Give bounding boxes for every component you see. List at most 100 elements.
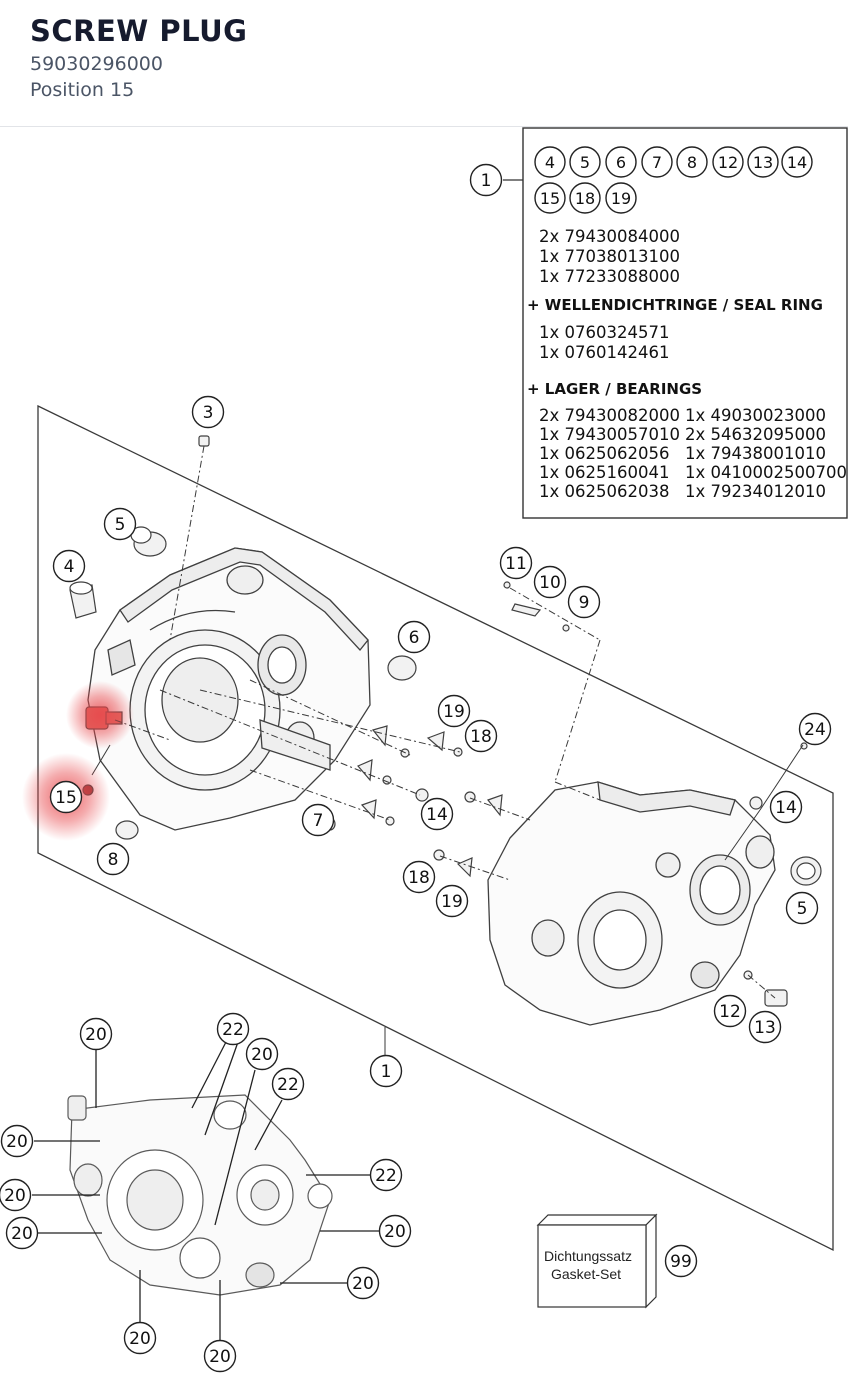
callout-c19a[interactable]: 19 [437,694,471,728]
seal-ring-heading: + WELLENDICHTRINGE / SEAL RING [527,296,823,314]
left-crankcase-half[interactable] [87,547,371,831]
callout-c13-text: 13 [754,1018,776,1038]
callout-g22b[interactable]: 22 [271,1067,305,1101]
position-label: Position 15 [30,79,135,101]
callout-c5b-text: 5 [797,899,808,919]
callout-c24[interactable]: 24 [798,712,832,746]
callout-c14b-text: 14 [775,798,797,818]
gasket-set-drawing [67,1094,333,1296]
bearing-line-left: 2x 79430082000 [539,406,680,425]
seal-part-line: 1x 0760142461 [539,343,670,362]
callout-c19a-text: 19 [443,702,465,722]
callout-c4[interactable]: 4 [52,549,86,583]
callout-gasket-ref[interactable]: 99 [664,1244,698,1278]
callout-c11[interactable]: 11 [499,546,533,580]
included-item-4-text: 4 [545,153,555,172]
included-item-14[interactable]: 14 [781,146,813,178]
callout-g20f[interactable]: 20 [378,1214,412,1248]
callout-c7[interactable]: 7 [301,803,335,837]
callout-g20f-text: 20 [384,1222,406,1242]
included-item-19[interactable]: 19 [605,182,637,214]
included-item-7-text: 7 [652,153,662,172]
bearing-line-right: 1x 79234012010 [685,482,826,501]
callout-c1-text: 1 [381,1062,392,1082]
callout-c1[interactable]: 1 [369,1054,403,1088]
callout-g20i-text: 20 [209,1347,231,1367]
part-line: 2x 79430084000 [539,227,680,246]
callout-info-ref[interactable]: 1 [469,163,503,197]
callout-c14a[interactable]: 14 [420,797,454,831]
callout-c13[interactable]: 13 [748,1010,782,1044]
included-item-6-text: 6 [616,153,626,172]
included-item-6[interactable]: 6 [605,146,637,178]
callout-c10-text: 10 [539,573,561,593]
callout-g20h[interactable]: 20 [123,1321,157,1355]
callout-c11-text: 11 [505,554,527,574]
included-item-15-text: 15 [540,189,560,208]
included-item-5[interactable]: 5 [569,146,601,178]
callout-g20i[interactable]: 20 [203,1339,237,1373]
bearing-line-right: 2x 54632095000 [685,425,826,444]
callout-g20a[interactable]: 20 [79,1017,113,1051]
page-title: SCREW PLUG [30,14,248,48]
callout-c5b[interactable]: 5 [785,891,819,925]
callout-c14b[interactable]: 14 [769,790,803,824]
included-item-15[interactable]: 15 [534,182,566,214]
bearing-line-right: 1x 49030023000 [685,406,826,425]
callout-g20b-text: 20 [251,1045,273,1065]
callout-g20b[interactable]: 20 [245,1037,279,1071]
right-crankcase-half[interactable] [487,781,776,1026]
assembly-frame [37,404,834,1252]
included-item-13[interactable]: 13 [747,146,779,178]
callout-c5a-text: 5 [115,515,126,535]
callout-g22c-text: 22 [375,1166,397,1186]
included-item-13-text: 13 [753,153,773,172]
included-item-8[interactable]: 8 [676,146,708,178]
callout-g20a-text: 20 [85,1025,107,1045]
highlight-glow-screw [66,681,134,749]
callout-c8[interactable]: 8 [96,842,130,876]
callout-g20e[interactable]: 20 [5,1216,39,1250]
callout-g22c[interactable]: 22 [369,1158,403,1192]
callout-g20g-text: 20 [352,1274,374,1294]
callout-c18b[interactable]: 18 [402,860,436,894]
included-item-18-text: 18 [575,189,595,208]
callout-c9-text: 9 [579,593,590,613]
callout-c4-text: 4 [64,557,75,577]
callout-g22a-text: 22 [222,1020,244,1040]
callout-c12-text: 12 [719,1002,741,1022]
callout-c6-text: 6 [409,628,420,648]
included-item-7[interactable]: 7 [641,146,673,178]
callout-c3-text: 3 [203,403,214,423]
callout-info-ref-text: 1 [481,171,492,191]
callout-c12[interactable]: 12 [713,994,747,1028]
included-item-12[interactable]: 12 [712,146,744,178]
page-header: SCREW PLUG 59030296000 Position 15 [0,0,848,127]
callout-c18b-text: 18 [408,868,430,888]
callout-c9[interactable]: 9 [567,585,601,619]
callout-c5a[interactable]: 5 [103,507,137,541]
gasket-set-box[interactable]: Dichtungssatz Gasket-Set [536,1213,658,1309]
bearings-heading: + LAGER / BEARINGS [527,380,702,398]
callout-c24-text: 24 [804,720,826,740]
callout-g22a[interactable]: 22 [216,1012,250,1046]
included-item-4[interactable]: 4 [534,146,566,178]
gasket-leaders [32,1041,380,1342]
included-item-12-text: 12 [718,153,738,172]
callout-g20g[interactable]: 20 [346,1266,380,1300]
bearing-line-left: 1x 0625062056 [539,444,670,463]
callout-gasket-ref-text: 99 [670,1252,692,1272]
callout-c18a[interactable]: 18 [464,719,498,753]
part-line: 1x 77233088000 [539,267,680,286]
callout-c3[interactable]: 3 [191,395,225,429]
callout-c6[interactable]: 6 [397,620,431,654]
callout-c15[interactable]: 15 [49,780,83,814]
callout-c10[interactable]: 10 [533,565,567,599]
callout-g20c[interactable]: 20 [0,1124,34,1158]
callout-g20e-text: 20 [11,1224,33,1244]
included-item-18[interactable]: 18 [569,182,601,214]
callout-c19b[interactable]: 19 [435,884,469,918]
callout-g20d[interactable]: 20 [0,1178,32,1212]
